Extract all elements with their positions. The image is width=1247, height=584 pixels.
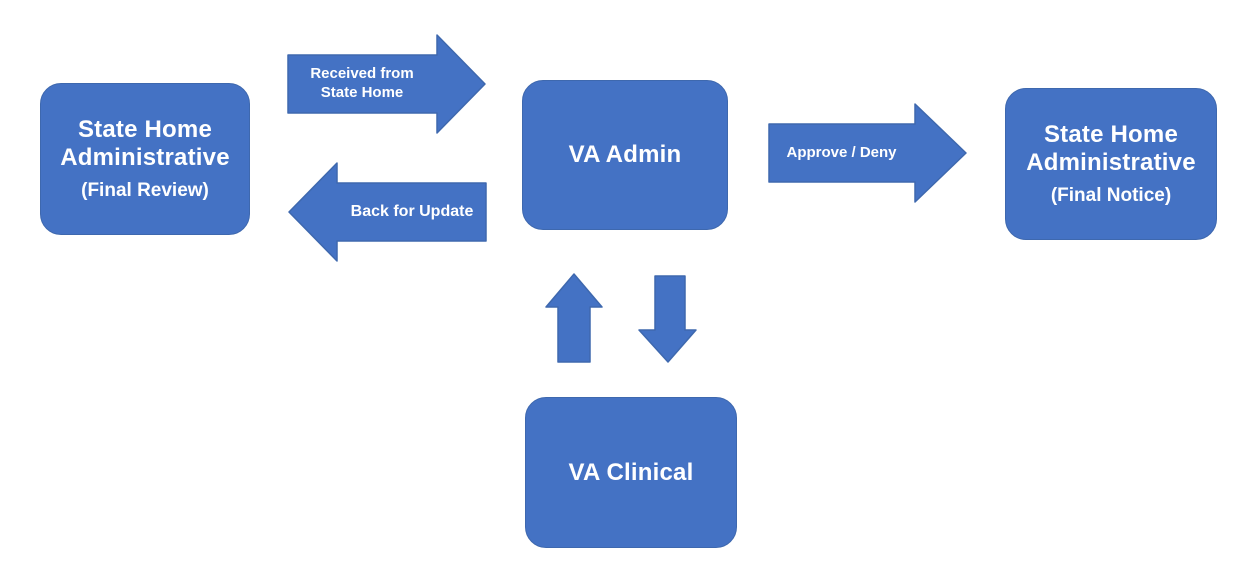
arrow-label-line2: State Home (320, 84, 404, 101)
node-title-line1: State Home (1043, 120, 1179, 148)
node-state-home-administrative-final-notice: State Home Administrative (Final Notice) (1005, 88, 1217, 240)
node-title: State Home Administrative (1026, 121, 1196, 176)
node-subtitle: (Final Review) (81, 180, 209, 202)
left-arrow-icon (288, 162, 487, 262)
arrow-label: Approve / Deny (786, 143, 897, 161)
arrow-approve-deny: Approve / Deny (768, 103, 968, 203)
node-title: VA Admin (568, 141, 682, 169)
arrow-back-for-update: Back for Update (287, 162, 487, 262)
up-arrow-icon (545, 273, 603, 363)
arrow-label-line1: Received from (310, 65, 414, 83)
node-state-home-administrative-final-review: State Home Administrative (Final Review) (40, 83, 250, 235)
node-va-admin: VA Admin (522, 80, 728, 230)
arrow-admin-to-clinical (638, 275, 697, 363)
node-title: VA Clinical (568, 458, 694, 486)
arrow-label: Back for Update (350, 203, 474, 220)
node-title-line2: Administrative (60, 143, 230, 171)
arrow-clinical-to-admin (545, 273, 603, 363)
node-title-line2: Administrative (1026, 148, 1196, 176)
right-arrow-icon (287, 34, 486, 134)
node-title-line1: State Home (77, 115, 213, 143)
arrow-received-from-state-home: Received from State Home (287, 34, 487, 134)
node-va-clinical: VA Clinical (525, 397, 737, 548)
down-arrow-icon (638, 275, 697, 363)
node-title: State Home Administrative (60, 116, 230, 171)
arrow-label: Received from State Home (287, 34, 437, 134)
node-subtitle: (Final Notice) (1050, 185, 1172, 207)
right-arrow-icon (768, 103, 967, 203)
